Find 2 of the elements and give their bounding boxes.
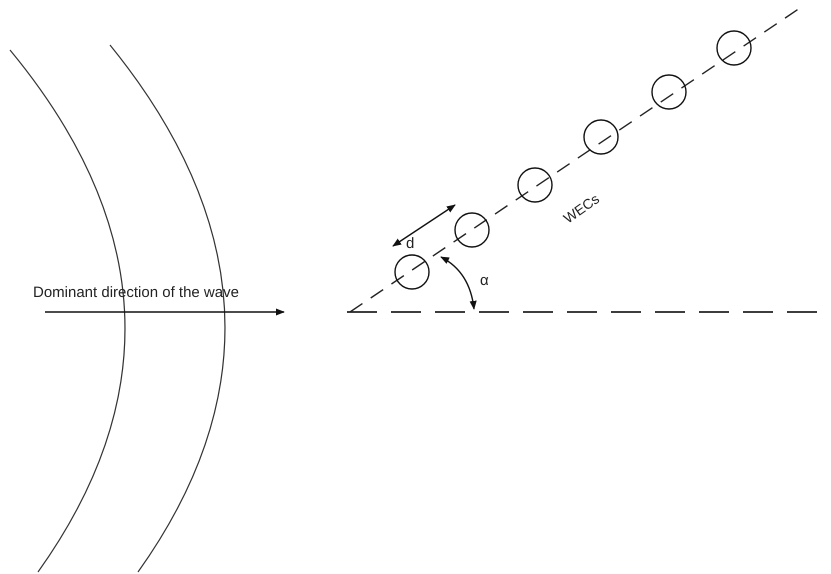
spacing-label: d (406, 236, 414, 251)
angle-label: α (480, 273, 489, 288)
